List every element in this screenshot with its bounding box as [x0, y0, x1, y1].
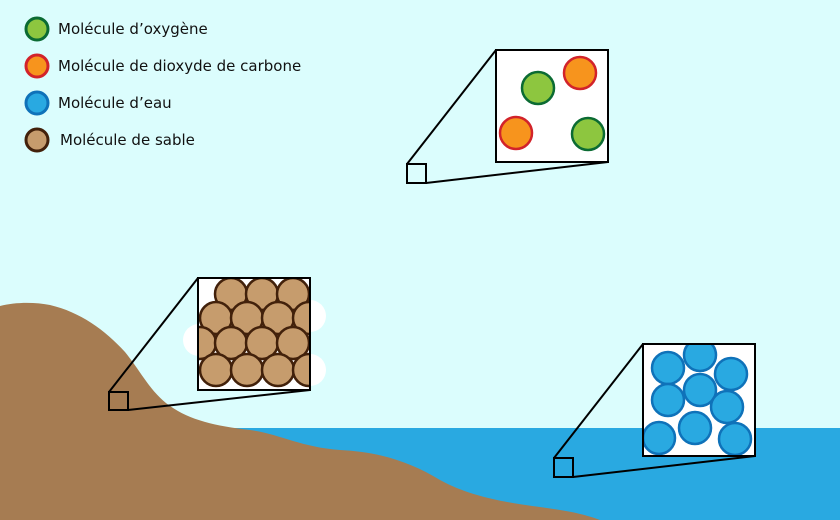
sand-molecule — [260, 352, 296, 388]
legend-swatch-icon — [24, 90, 50, 116]
water-molecule — [644, 420, 677, 455]
zoom-line — [406, 49, 497, 165]
zoom-line — [108, 277, 199, 393]
sand-molecule — [199, 352, 234, 388]
legend-label: Molécule d’eau — [58, 94, 172, 112]
legend-label: Molécule d’oxygène — [58, 20, 208, 38]
water-molecule — [650, 382, 686, 418]
sand-zoom — [108, 277, 326, 411]
water-molecule — [677, 410, 713, 446]
sand-molecule — [275, 325, 309, 361]
water-molecule — [682, 372, 718, 408]
water-molecule — [650, 350, 686, 386]
sand-molecule — [229, 352, 265, 388]
sand-sample-square — [108, 391, 129, 411]
water-sample-square — [553, 457, 574, 478]
air-sample-square — [406, 163, 427, 184]
sand-molecule — [291, 300, 309, 336]
zoom-line — [572, 455, 756, 478]
zoom-line — [425, 161, 609, 184]
zoom-line — [127, 389, 311, 411]
sand-ground — [0, 302, 600, 520]
carbon-dioxide-molecule — [498, 115, 534, 151]
legend-swatch-icon — [24, 16, 50, 42]
legend-label: Molécule de sable — [60, 131, 195, 149]
water-molecule — [713, 356, 749, 392]
legend-swatch-icon — [24, 53, 50, 79]
carbon-dioxide-molecule — [562, 55, 598, 91]
legend-swatch-icon — [24, 127, 50, 153]
water-molecule — [709, 389, 745, 425]
legend-label: Molécule de dioxyde de carbone — [58, 57, 301, 75]
water-zoom — [553, 343, 756, 478]
sand-molecule — [291, 352, 309, 388]
zoom-line — [553, 343, 644, 459]
water-molecule — [682, 345, 718, 373]
oxygen-molecule — [520, 70, 556, 106]
oxygen-molecule — [570, 116, 606, 152]
air-zoom — [406, 49, 609, 184]
water-molecule — [717, 421, 753, 455]
